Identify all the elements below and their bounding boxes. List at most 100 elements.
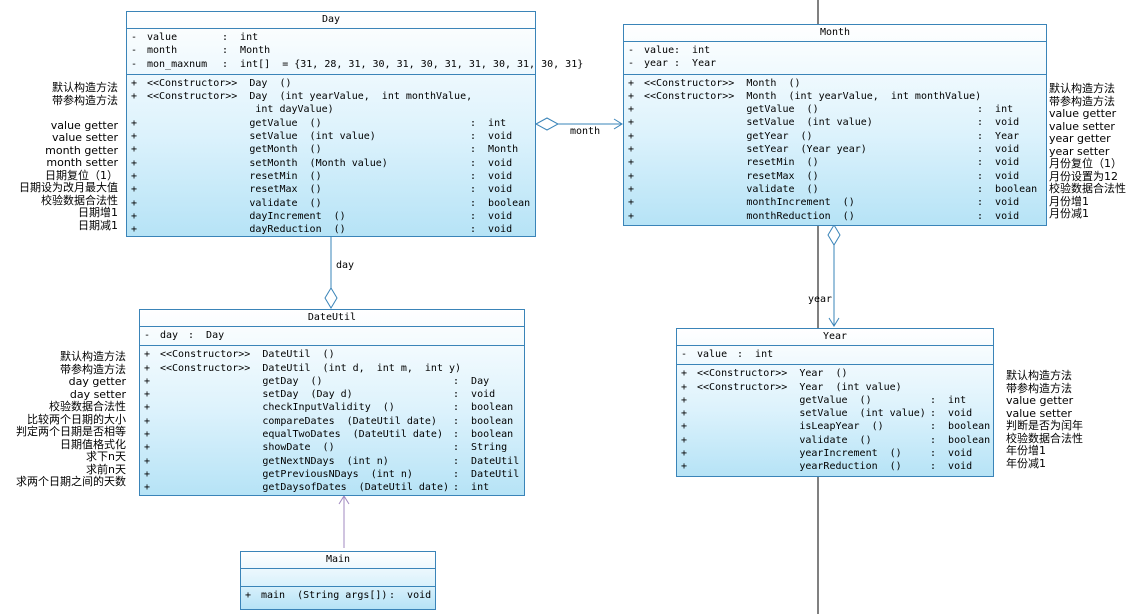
- assoc-month-year-arrow: [828, 317, 840, 327]
- operation-row: + equalTwoDates (DateUtil date): boolean: [140, 428, 524, 441]
- visibility-marker: +: [144, 482, 151, 494]
- operation-row: + resetMin (): void: [624, 156, 1046, 169]
- member-type: : boolean: [453, 402, 514, 414]
- class-month[interactable]: Month -value: int-year: Year +<<Construc…: [623, 24, 1047, 226]
- operation-row: + setValue (int value): void: [677, 407, 993, 420]
- member-name: resetMax (): [147, 184, 322, 196]
- class-main-title: Main: [241, 552, 435, 569]
- member-name: mon_maxnum: [147, 58, 208, 70]
- member-name: getYear (): [644, 130, 813, 142]
- member-name: setMonth (Month value): [147, 157, 388, 169]
- member-type: : boolean: [453, 415, 514, 427]
- member-type: : void: [977, 210, 1020, 222]
- class-day-attributes: -value: int-month: Month-mon_maxnum: int…: [127, 29, 583, 75]
- member-name: setValue (int value): [644, 117, 873, 129]
- class-day[interactable]: Day -value: int-month: Month-mon_maxnum:…: [126, 11, 583, 237]
- attribute-row: -year: Year: [624, 57, 1046, 70]
- member-type: : int: [453, 482, 490, 494]
- member-name: validate (): [697, 434, 872, 446]
- visibility-marker: +: [144, 415, 151, 427]
- member-name: <<Constructor>> Day (): [147, 77, 292, 89]
- visibility-marker: +: [628, 104, 635, 116]
- class-dateutil[interactable]: DateUtil -day : Day +<<Constructor>> Date…: [139, 309, 525, 496]
- operation-row: + resetMax (): void: [127, 183, 535, 196]
- visibility-marker: +: [628, 170, 635, 182]
- operation-row: + getMonth (): Month: [127, 143, 535, 156]
- operation-row: + isLeapYear (): boolean: [677, 420, 993, 433]
- member-type: : void: [977, 117, 1020, 129]
- member-name: monthReduction (): [644, 210, 855, 222]
- visibility-marker: +: [628, 210, 635, 222]
- operation-row: + checkInputValidity (): boolean: [140, 401, 524, 414]
- member-name: getDay (): [160, 375, 323, 387]
- operation-row: + <<Constructor>> Day (): [127, 77, 535, 90]
- operation-row: + showDate (): String: [140, 441, 524, 454]
- visibility-marker: +: [681, 461, 688, 473]
- visibility-marker: +: [628, 130, 635, 142]
- annotation-month: 默认构造方法 带参构造方法 value getter value setter …: [1049, 82, 1126, 220]
- member-type: : int: [222, 32, 259, 43]
- class-day-title: Day: [127, 12, 535, 29]
- member-name: <<Constructor>> Year (): [697, 368, 848, 380]
- member-type: : void: [470, 224, 513, 236]
- operation-row: + setValue (int value): void: [127, 130, 535, 143]
- member-type: : void: [977, 157, 1020, 169]
- visibility-marker: +: [144, 468, 151, 480]
- class-year-operations: +<<Constructor>> Year ()+<<Constructor>>…: [677, 365, 993, 476]
- class-dateutil-title: DateUtil: [140, 310, 524, 327]
- operation-row: +<<Constructor>> Year (): [677, 367, 993, 380]
- visibility-marker: +: [681, 408, 688, 420]
- attribute-row: -value: int: [624, 44, 1046, 57]
- operation-row: + setDay (Day d): void: [140, 388, 524, 401]
- visibility-marker: +: [628, 90, 635, 102]
- visibility-marker: +: [628, 183, 635, 195]
- operation-row: + validate (): boolean: [127, 197, 535, 210]
- member-name: setValue (int value): [697, 408, 926, 420]
- assoc-label-year: year: [808, 294, 833, 305]
- member-name: <<Constructor>> Year (int value): [697, 381, 902, 393]
- dependency-main-dateutil-arrow: [338, 495, 350, 505]
- visibility-marker: +: [131, 210, 138, 222]
- operation-row: +<<Constructor>> DateUtil (): [140, 348, 524, 361]
- visibility-marker: +: [131, 77, 138, 89]
- operation-row: int dayValue): [127, 103, 535, 116]
- class-dateutil-operations: +<<Constructor>> DateUtil ()+<<Construct…: [140, 346, 524, 497]
- visibility-marker: +: [628, 197, 635, 209]
- visibility-marker: -: [144, 330, 151, 341]
- member-name: equalTwoDates (DateUtil date): [160, 429, 443, 441]
- class-main[interactable]: Main +main (String args[]): void: [240, 551, 436, 610]
- operation-row: + getYear (): Year: [624, 130, 1046, 143]
- member-name: compareDates (DateUtil date): [160, 415, 437, 427]
- attribute-row: -value: int: [677, 348, 993, 361]
- member-name: getValue (): [147, 117, 322, 129]
- operation-row: + resetMin (): void: [127, 170, 535, 183]
- visibility-marker: +: [131, 170, 138, 182]
- assoc-month-year-diamond: [827, 224, 841, 246]
- visibility-marker: +: [144, 389, 151, 401]
- operation-row: +<<Constructor>> Day (int yearValue, int…: [127, 90, 535, 103]
- member-name: showDate (): [160, 442, 335, 454]
- visibility-marker: +: [144, 442, 151, 454]
- operation-row: + getValue (): int: [677, 394, 993, 407]
- member-type: : int[] = {31, 28, 31, 30, 31, 30, 31, 3…: [222, 58, 584, 70]
- member-type: : Day: [188, 330, 225, 341]
- operation-row: +<<Constructor>> Year (int value): [677, 381, 993, 394]
- attribute-row: -day : Day: [140, 329, 524, 342]
- visibility-marker: +: [245, 590, 252, 601]
- member-name: day: [160, 330, 179, 341]
- annotation-year: 默认构造方法 带参构造方法 value getter value setter …: [1006, 369, 1083, 470]
- class-year[interactable]: Year -value: int +<<Constructor>> Year (…: [676, 328, 994, 477]
- attribute-row: -month: Month: [127, 44, 535, 57]
- member-type: : Month: [222, 45, 271, 57]
- member-type: : void: [470, 131, 513, 143]
- member-name: yearIncrement (): [697, 448, 902, 460]
- member-name: getPreviousNDays (int n): [160, 468, 413, 480]
- member-name: <<Constructor>> Day (int yearValue, int …: [147, 91, 473, 103]
- member-type: : int: [737, 349, 774, 360]
- operation-row: + getPreviousNDays (int n): DateUtil: [140, 468, 524, 481]
- class-dateutil-attributes: -day : Day: [140, 327, 524, 347]
- operation-row: + getValue (): int: [624, 103, 1046, 116]
- member-name: dayReduction (): [147, 224, 346, 236]
- member-type: : void: [470, 184, 513, 196]
- member-name: checkInputValidity (): [160, 402, 395, 414]
